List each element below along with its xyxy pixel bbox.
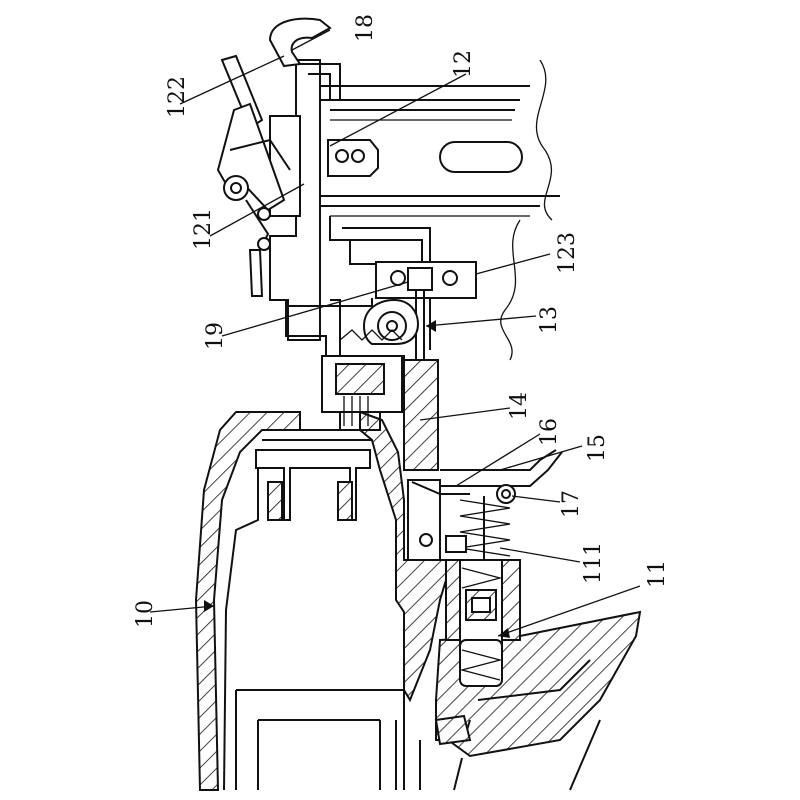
label-11: 11 [645,560,670,588]
leader-14 [419,407,511,421]
leader-18 [291,29,331,51]
leader-16 [455,433,541,487]
lever-assembly [216,54,291,297]
leader-10 [149,605,215,613]
leader-15 [499,445,583,471]
leader-111 [499,547,581,563]
label-10: 10 [133,600,158,628]
leader-121 [209,183,305,237]
label-12: 12 [451,50,476,78]
leader-13 [425,315,537,327]
leader-123 [475,253,551,275]
leader-17 [511,495,561,503]
label-123: 123 [555,232,580,274]
label-121: 121 [191,208,216,250]
leader-12 [329,73,467,147]
label-122: 122 [165,76,190,118]
leader-11 [497,585,641,637]
label-16: 16 [537,418,562,446]
label-111: 111 [581,542,606,584]
label-19: 19 [203,322,228,350]
spring-111 [445,496,511,560]
label-14: 14 [507,392,532,420]
leader-lines [149,29,641,638]
label-13: 13 [537,306,562,334]
connecting-rod [321,355,439,471]
slider-assembly [285,216,477,361]
valve-assembly [445,559,521,687]
leader-19 [221,281,409,337]
label-15: 15 [585,434,610,462]
reference-labels: 18 122 12 121 19 123 13 14 16 15 17 111 … [133,14,670,628]
label-18: 18 [353,14,378,42]
leader-122 [179,55,285,105]
label-17: 17 [559,490,584,518]
trigger-assembly [407,449,563,561]
